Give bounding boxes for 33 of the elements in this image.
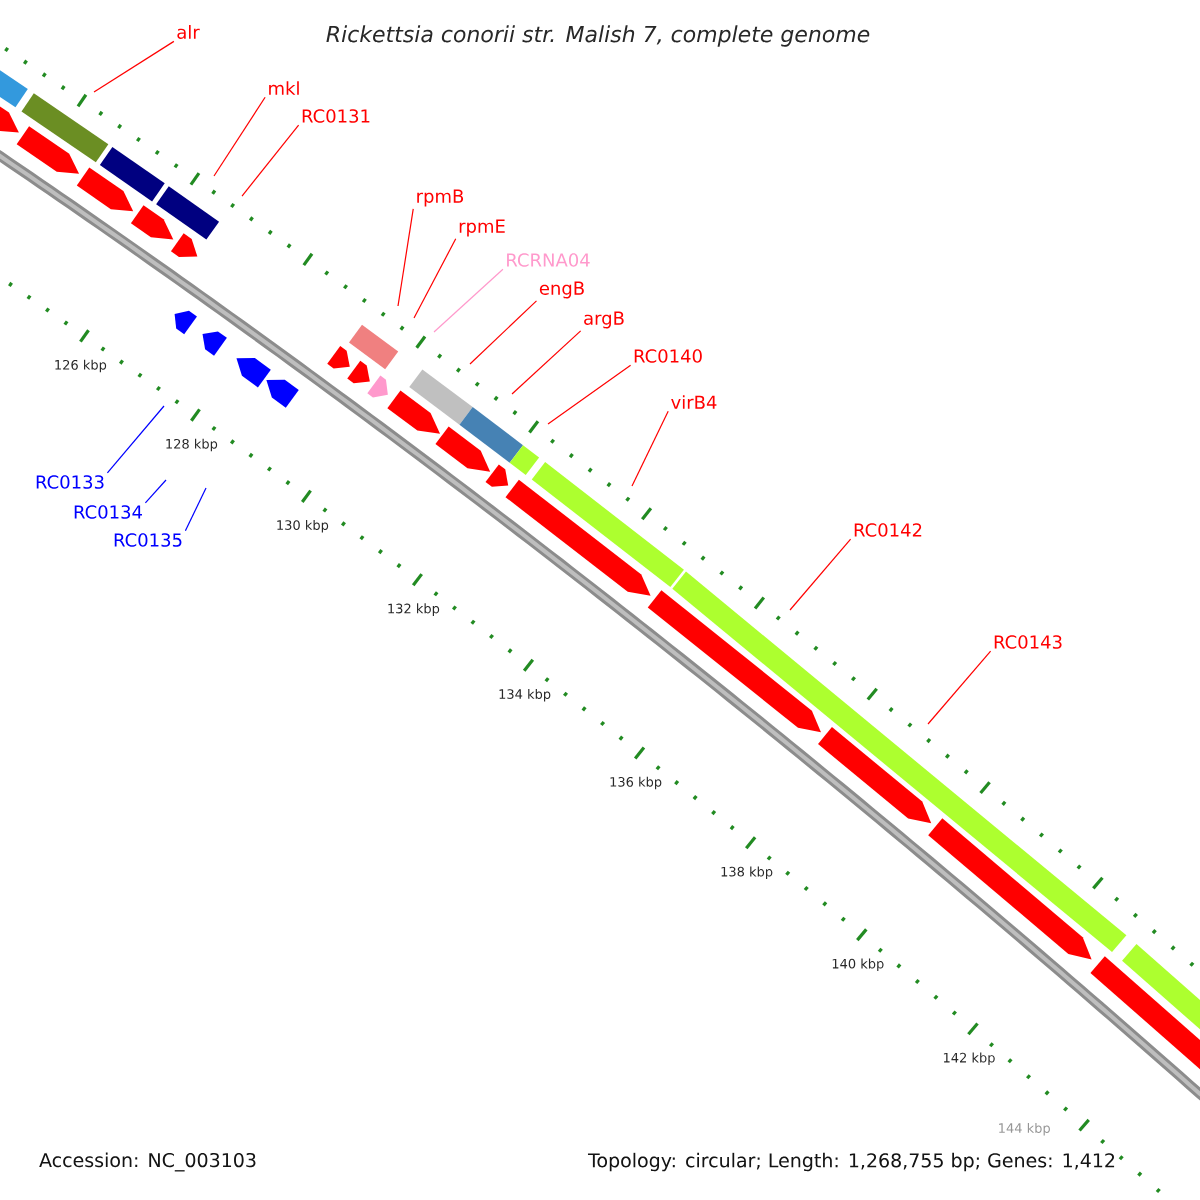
leader-line xyxy=(511,330,582,395)
footer-text: Topology: circular; Length: 1,268,755 bp; Genes: 1,412 xyxy=(588,1152,1115,1172)
leader-line xyxy=(927,650,992,725)
gene-label: virB4 xyxy=(671,395,717,409)
leader-line xyxy=(413,238,457,319)
gene-label: alr xyxy=(177,25,200,39)
title: Rickettsia conorii str. Malish 7, complete genome xyxy=(326,25,870,47)
gene-label: RCRNA04 xyxy=(507,253,590,267)
leader-line xyxy=(184,487,207,532)
gene-label: mkl xyxy=(269,81,299,95)
leader-line xyxy=(433,268,504,333)
leader-line xyxy=(213,96,266,177)
gene-label: engB xyxy=(539,281,584,299)
leader-line xyxy=(547,364,632,425)
gene-label: RC0134 xyxy=(74,505,142,519)
leader-line xyxy=(469,300,538,365)
gene-label: RC0131 xyxy=(302,109,370,123)
leader-line xyxy=(93,40,175,93)
leader-line xyxy=(631,410,669,487)
gene-label: RC0135 xyxy=(114,533,182,547)
leader-line xyxy=(789,538,852,611)
footer-text: Accession: NC_003103 xyxy=(39,1152,256,1172)
gene-label: rpmB xyxy=(417,189,464,207)
gene-label: argB xyxy=(584,311,624,329)
leader-line xyxy=(144,479,167,504)
gene-label: RC0143 xyxy=(994,635,1062,649)
leader-line xyxy=(106,405,165,474)
gene-label: RC0140 xyxy=(634,349,702,363)
leader-line xyxy=(397,208,414,307)
gene-label: RC0142 xyxy=(854,523,922,537)
gene-label: rpmE xyxy=(459,219,505,237)
leader-line xyxy=(241,124,300,197)
gene-label: RC0133 xyxy=(36,475,104,489)
